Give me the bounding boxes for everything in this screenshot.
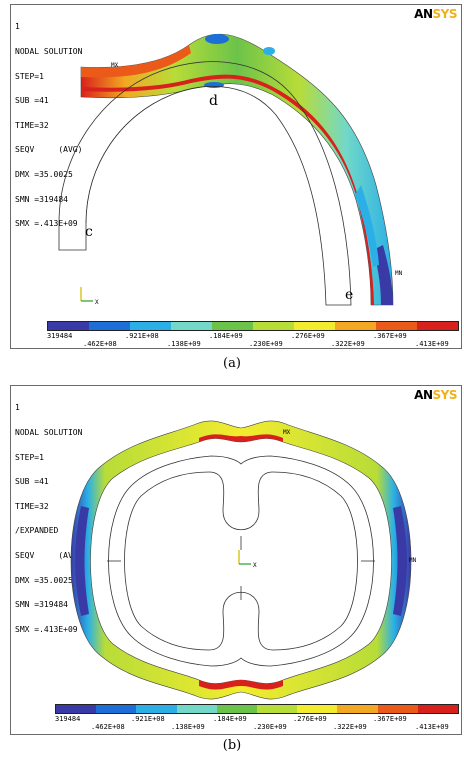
undeformed-inner-line xyxy=(85,94,172,224)
legend-tick-bottom-0: .462E+08 xyxy=(83,340,117,348)
point-label-d: d xyxy=(209,93,218,109)
legend-swatch xyxy=(96,705,137,713)
undeformed-inner-outline xyxy=(124,471,358,651)
legend-swatch xyxy=(48,322,89,330)
solution-title: NODAL SOLUTION xyxy=(15,47,83,56)
plot-index: 1 xyxy=(15,403,20,413)
undeformed-outer-outline xyxy=(108,455,374,667)
legend-swatch xyxy=(294,322,335,330)
legend-swatch xyxy=(89,322,130,330)
smx-line: SMX =.413E+09 xyxy=(15,624,78,634)
blue-spot xyxy=(263,47,275,55)
legend-swatch xyxy=(171,322,212,330)
stressed-ring-band xyxy=(70,420,412,700)
ansys-logo: ANSYS xyxy=(414,388,457,402)
blue-stress-zone-right xyxy=(393,506,407,616)
cyan-stress-zone xyxy=(355,185,379,267)
stress-contour-a: MX MN X xyxy=(58,33,403,306)
legend-tick-bottom-4: .413E+09 xyxy=(415,723,449,731)
stress-contour-b: MX MN X xyxy=(70,420,417,700)
legend-tick-top-3: .276E+09 xyxy=(291,332,325,340)
legend-tick-bottom-3: .322E+09 xyxy=(331,340,365,348)
legend-swatch xyxy=(176,705,217,713)
legend-tick-top-2: .184E+09 xyxy=(213,715,247,723)
legend-tick-bottom-4: .413E+09 xyxy=(415,340,449,348)
blue-stress-zone-left xyxy=(75,506,89,616)
legend-swatch xyxy=(376,322,417,330)
legend-tick-bottom-0: .462E+08 xyxy=(91,723,125,731)
expanded-line: /EXPANDED xyxy=(15,526,59,536)
solution-title: NODAL SOLUTION xyxy=(15,428,83,437)
ansys-logo: ANSYS xyxy=(414,7,457,21)
dmx-line: DMX =35.0025 xyxy=(15,169,73,179)
blue-spot xyxy=(205,34,229,44)
blue-spot xyxy=(204,82,224,88)
smx-line: SMX =.413E+09 xyxy=(15,219,78,229)
dmx-line: DMX =35.0025 xyxy=(15,575,73,585)
mn-marker: MN xyxy=(409,557,417,564)
solution-info-a: 1 NODAL SOLUTION STEP=1 SUB =41 TIME=32 … xyxy=(15,7,82,245)
legend-tick-bottom-3: .322E+09 xyxy=(333,723,367,731)
solution-info-b: 1 NODAL SOLUTION STEP=1 SUB =41 TIME=32 … xyxy=(15,388,82,650)
legend-tick-bottom-1: .138E+09 xyxy=(167,340,201,348)
legend-swatch xyxy=(337,705,378,713)
legend-swatch xyxy=(377,705,418,713)
caption-b: (b) xyxy=(222,738,242,753)
legend-tick-top-4: .367E+09 xyxy=(373,332,407,340)
step-line: STEP=1 xyxy=(15,452,44,462)
mn-marker: MN xyxy=(395,270,403,277)
legend-swatch xyxy=(253,322,294,330)
red-stress-zone-top xyxy=(199,434,283,442)
legend-tick-top-2: .184E+09 xyxy=(209,332,243,340)
legend-swatch xyxy=(56,705,97,713)
mx-marker: MX xyxy=(111,62,119,69)
sub-line: SUB =41 xyxy=(15,477,49,487)
legend-swatch xyxy=(297,705,338,713)
legend-swatch xyxy=(257,705,298,713)
legend-tick-bottom-2: .230E+09 xyxy=(249,340,283,348)
point-label-c: c xyxy=(85,224,93,240)
orange-stress-zone xyxy=(81,45,191,78)
legend-tick-top-0: 319484 xyxy=(47,332,73,340)
contour-plot-panel-b: 1 NODAL SOLUTION STEP=1 SUB =41 TIME=32 … xyxy=(10,385,462,735)
time-line: TIME=32 xyxy=(15,501,49,511)
legend-tick-top-1: .921E+08 xyxy=(131,715,165,723)
sub-line: SUB =41 xyxy=(15,96,49,106)
seqv-line: SEQV (AVG) xyxy=(15,550,83,560)
caption-a: (a) xyxy=(223,356,241,371)
legend-tick-bottom-2: .230E+09 xyxy=(253,723,287,731)
plot-index: 1 xyxy=(15,22,20,32)
red-stress-zone-bottom xyxy=(199,680,283,690)
color-legend-bar-a xyxy=(47,321,459,331)
legend-tick-bottom-1: .138E+09 xyxy=(171,723,205,731)
mx-marker: MX xyxy=(283,429,291,436)
contour-plot-panel-a: 1 NODAL SOLUTION STEP=1 SUB =41 TIME=32 … xyxy=(10,4,462,349)
legend-swatch xyxy=(212,322,253,330)
legend-swatch xyxy=(335,322,376,330)
time-line: TIME=32 xyxy=(15,120,49,130)
seqv-line: SEQV (AVG) xyxy=(15,145,83,155)
legend-tick-top-1: .921E+08 xyxy=(125,332,159,340)
step-line: STEP=1 xyxy=(15,71,44,81)
legend-tick-top-4: .367E+09 xyxy=(373,715,407,723)
axis-x-label: X xyxy=(253,562,257,569)
legend-tick-top-3: .276E+09 xyxy=(293,715,327,723)
point-label-e: e xyxy=(345,287,354,303)
legend-swatch xyxy=(216,705,258,713)
legend-swatch xyxy=(130,322,171,330)
smn-line: SMN =319484 xyxy=(15,600,68,610)
legend-swatch xyxy=(417,322,458,330)
legend-tick-top-0: 319484 xyxy=(55,715,81,723)
legend-swatch xyxy=(136,705,177,713)
smn-line: SMN =319484 xyxy=(15,194,68,204)
color-legend-bar-b xyxy=(55,704,459,714)
axis-x-label: X xyxy=(95,299,99,306)
legend-swatch xyxy=(417,705,459,713)
